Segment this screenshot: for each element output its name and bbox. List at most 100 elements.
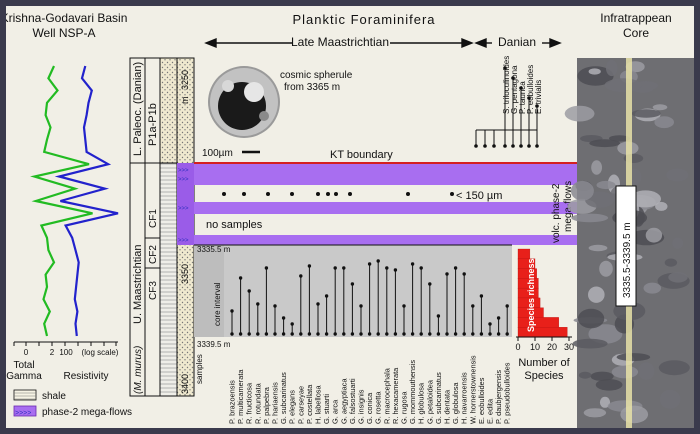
species-label: P. brazoensis xyxy=(228,380,237,424)
species-richness-chart xyxy=(517,248,568,338)
richness-inbar-label: Species richness xyxy=(526,258,536,332)
core-fragment xyxy=(577,308,605,329)
species-label: P. multicamerata xyxy=(236,369,245,424)
sample-dot xyxy=(290,192,294,196)
core-fragment xyxy=(668,272,688,283)
core-fragment xyxy=(664,258,678,267)
range-dot xyxy=(238,276,243,280)
species-label: G. subcarinatus xyxy=(279,372,288,424)
danian-range-dot xyxy=(527,144,531,148)
species-label: G. petaloidea xyxy=(425,379,434,424)
range-dot xyxy=(359,304,363,308)
lower-zone-label: (M. murus) xyxy=(133,346,144,394)
resistivity-curve xyxy=(54,65,119,337)
species-label: G. aegyptiaca xyxy=(339,378,348,424)
danian-range-dot xyxy=(527,96,531,100)
danian-range-dot xyxy=(503,66,507,70)
core-title-1: Infratrappean xyxy=(600,11,671,25)
core-fragment xyxy=(609,135,630,142)
danian-range-dot xyxy=(483,144,487,148)
danian-label: Danian xyxy=(498,35,536,49)
richness-bar xyxy=(517,248,531,260)
range-dot xyxy=(453,332,458,336)
species-label: R. rotundata xyxy=(253,382,262,424)
core-fragment xyxy=(616,353,651,362)
range-dot xyxy=(247,332,251,336)
core-fragment xyxy=(666,168,689,182)
species-label: R. macrocephala xyxy=(382,367,391,424)
depth-tick-3250: 3250 xyxy=(180,70,190,90)
core-title-2: Core xyxy=(623,26,649,40)
range-dot xyxy=(256,302,260,306)
core-fragment xyxy=(631,109,661,118)
sample-dot xyxy=(222,192,226,196)
range-dot xyxy=(402,304,406,308)
core-fragment xyxy=(590,371,614,381)
sample-dot xyxy=(242,192,246,196)
spherule-label-2: from 3365 m xyxy=(284,82,340,93)
core-fragment xyxy=(571,213,609,223)
range-dot xyxy=(299,274,303,278)
depth-unit-m: m xyxy=(180,97,190,105)
range-dot xyxy=(367,332,372,336)
range-dot xyxy=(402,332,406,336)
range-dot xyxy=(316,302,320,306)
legend-megaflows-label: phase-2 mega-flows xyxy=(42,407,132,418)
top-depth-marker: 3335.5 m xyxy=(197,245,231,254)
richness-tick-0: 0 xyxy=(515,342,520,352)
core-fragment xyxy=(638,362,655,380)
richness-axis-label-2: Species xyxy=(524,370,564,382)
core-fragment xyxy=(659,389,681,409)
core-fragment xyxy=(570,180,594,201)
range-dot xyxy=(419,266,423,270)
range-dot xyxy=(376,332,380,336)
gamma-tick-100: 100 xyxy=(59,348,73,357)
core-fragment xyxy=(643,282,662,294)
danian-range-dot xyxy=(511,76,515,80)
species-label: P. carseyae xyxy=(296,386,305,424)
danian-range-dot xyxy=(519,86,523,90)
log-panel: 0 2 100 (log scale) Total Gamma Resistiv… xyxy=(6,65,119,382)
range-dot xyxy=(350,332,355,336)
core-fragment xyxy=(630,190,661,208)
species-label: G. subcarinatus xyxy=(434,372,443,424)
range-dot xyxy=(393,268,398,272)
size-fraction-label: < 150 µm xyxy=(456,190,502,202)
lithology-column: 3250 m 3300 3350 3400 samples xyxy=(159,57,204,397)
bottom-depth-marker: 3339.5 m xyxy=(197,340,231,349)
zone-cf1: CF1 xyxy=(148,209,159,228)
species-label: G. stuarti xyxy=(322,394,331,424)
core-fragment xyxy=(578,371,592,379)
core-fragment xyxy=(604,78,642,93)
depth-tick-3350: 3350 xyxy=(180,264,190,284)
core-interval-box xyxy=(194,245,512,337)
sample-dot xyxy=(334,192,338,196)
legend-shale-swatch xyxy=(13,389,37,401)
range-dot xyxy=(445,272,449,276)
range-dot xyxy=(342,332,346,336)
range-dot xyxy=(462,272,466,276)
range-dot xyxy=(479,294,484,298)
range-dot xyxy=(496,316,501,320)
core-fragment xyxy=(564,105,595,122)
range-dot xyxy=(299,332,303,336)
volc-label-1: volc. phase-2 xyxy=(551,183,562,243)
core-fragment xyxy=(572,338,608,349)
core-fragment xyxy=(588,244,608,252)
range-dot xyxy=(247,289,251,293)
spherule-image xyxy=(208,66,280,138)
range-dot xyxy=(307,332,312,336)
well-title: Well NSP-A xyxy=(32,26,95,40)
species-label: G. falsostuarti xyxy=(348,378,357,424)
richness-tick-20: 20 xyxy=(547,342,557,352)
range-dot xyxy=(290,332,294,336)
core-fragment xyxy=(583,408,607,418)
range-dot xyxy=(505,304,509,308)
resistivity-label: Resistivity xyxy=(63,371,108,382)
species-label: H. navarroensis xyxy=(460,372,469,424)
core-interval-label: core interval xyxy=(213,282,222,326)
core-range-box xyxy=(615,185,637,307)
range-dot xyxy=(324,332,329,336)
range-dot xyxy=(410,332,415,336)
species-label: H. globulosa xyxy=(417,382,426,424)
